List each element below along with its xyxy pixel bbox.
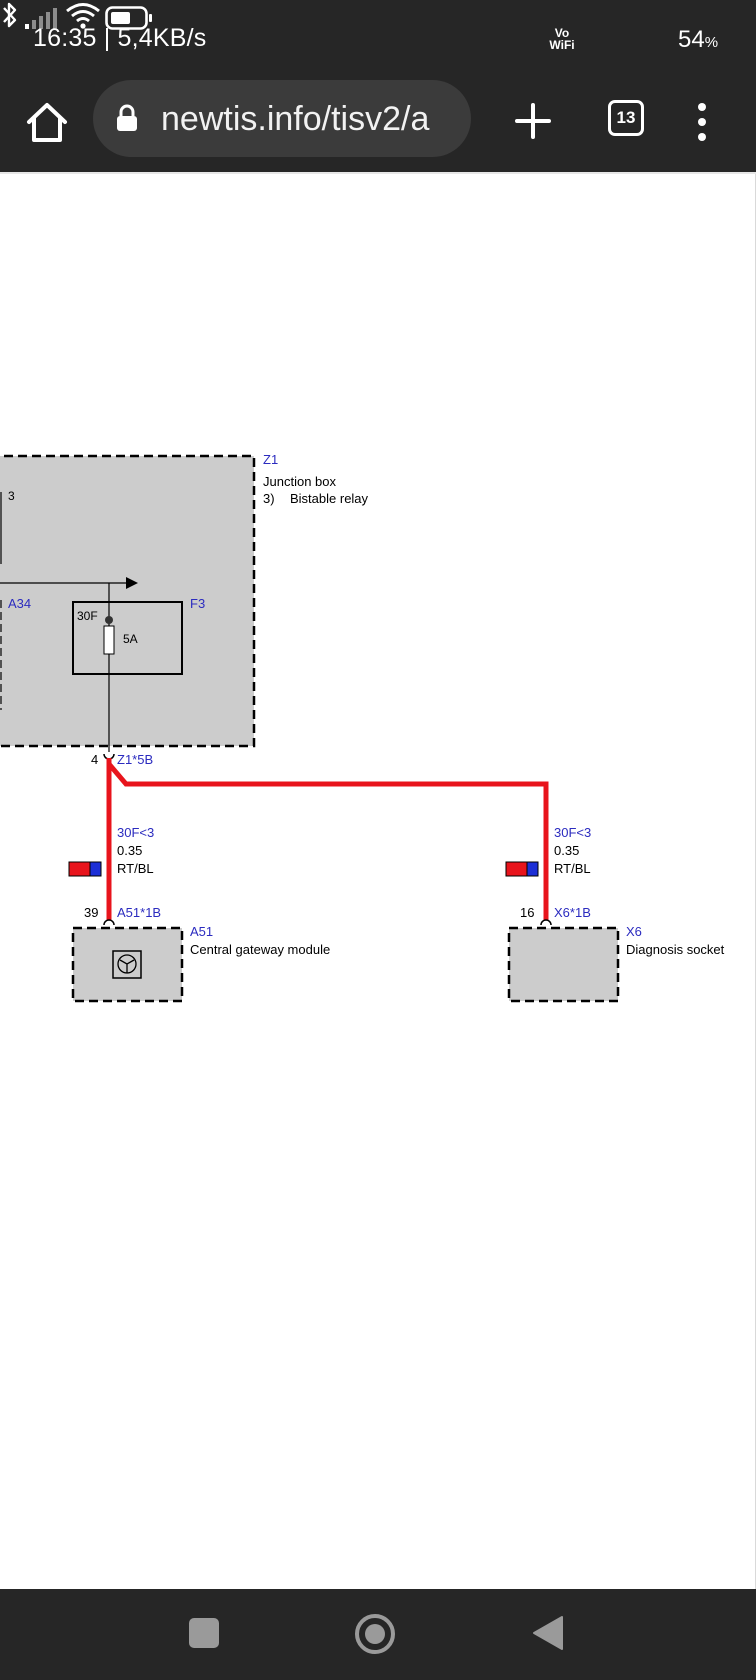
pin-3-label: 3 bbox=[8, 489, 15, 503]
battery-icon bbox=[105, 6, 153, 30]
url-text[interactable]: newtis.info/tisv2/a bbox=[161, 100, 430, 138]
fuse-node bbox=[105, 616, 113, 624]
battery-percent-value: 54 bbox=[678, 26, 705, 53]
a51-id-label: A51 bbox=[190, 924, 213, 939]
wire2-color-blue bbox=[526, 861, 539, 877]
tabs-button[interactable]: 13 bbox=[608, 100, 644, 136]
wire2-color-code: RT/BL bbox=[554, 861, 591, 876]
fuse-rating-label: 5A bbox=[123, 632, 138, 646]
wire2-color-red bbox=[505, 861, 528, 877]
status-bar: 16:35 | 5,4KB/s Vo WiFi 54% bbox=[0, 0, 756, 80]
lock-icon bbox=[117, 104, 137, 131]
fuse-id-label: F3 bbox=[190, 596, 205, 611]
wire2-gauge: 0.35 bbox=[554, 843, 579, 858]
home-icon[interactable] bbox=[24, 100, 70, 146]
status-time: 16:35 | 5,4KB/s bbox=[33, 24, 207, 52]
a51-connector-id: A51*1B bbox=[117, 905, 161, 920]
more-vert-icon[interactable] bbox=[690, 100, 714, 144]
z1-note-text: Bistable relay bbox=[290, 491, 369, 506]
wiring-diagram: 3 A34 30F 5A F3 Z1 Junction box 3) Bista… bbox=[0, 452, 725, 1003]
gateway-symbol-icon bbox=[112, 950, 142, 979]
wire1-signal: 30F<3 bbox=[117, 825, 154, 840]
battery-percent-sign: % bbox=[704, 34, 719, 51]
diagnosis-socket-box bbox=[507, 926, 620, 1003]
fuse-element bbox=[103, 625, 115, 655]
browser-toolbar: newtis.info/tisv2/a 13 bbox=[0, 80, 756, 172]
url-bar[interactable]: newtis.info/tisv2/a bbox=[93, 80, 471, 157]
fuse-f3-box bbox=[72, 601, 183, 675]
system-nav-bar bbox=[0, 1589, 756, 1680]
bluetooth-icon bbox=[3, 2, 17, 28]
a51-name-label: Central gateway module bbox=[190, 942, 330, 957]
x6-connector-pin: 16 bbox=[520, 905, 534, 920]
a51-connector-pin: 39 bbox=[84, 905, 98, 920]
signal-icon bbox=[25, 8, 58, 29]
z1-title-label: Junction box bbox=[263, 474, 336, 489]
gateway-symbol-fork bbox=[119, 959, 135, 973]
x6-connector-id: X6*1B bbox=[554, 905, 591, 920]
wire1-color-blue bbox=[89, 861, 102, 877]
z1-connector-pin: 4 bbox=[91, 752, 98, 767]
fuse-terminal-label: 30F bbox=[77, 609, 98, 623]
wire1-color-red bbox=[68, 861, 91, 877]
wire1-gauge: 0.35 bbox=[117, 843, 142, 858]
z1-connector-id: Z1*5B bbox=[117, 752, 153, 767]
wire-to-diagnosis bbox=[107, 762, 549, 920]
z1-note-number: 3) bbox=[263, 491, 275, 506]
z1-id-label: Z1 bbox=[263, 452, 278, 467]
back-triangle-icon[interactable] bbox=[532, 1615, 564, 1651]
vowifi-badge: Vo WiFi bbox=[549, 26, 575, 52]
wire2-signal: 30F<3 bbox=[554, 825, 591, 840]
a51-connector-symbol bbox=[103, 919, 115, 926]
page-content[interactable]: 3 A34 30F 5A F3 Z1 Junction box 3) Bista… bbox=[0, 172, 756, 1589]
bus-arrow bbox=[126, 577, 138, 589]
wire1-color-code: RT/BL bbox=[117, 861, 154, 876]
plus-icon[interactable] bbox=[512, 100, 554, 142]
home-circle-icon[interactable] bbox=[354, 1613, 396, 1655]
x6-connector-symbol bbox=[540, 919, 552, 926]
x6-name-label: Diagnosis socket bbox=[626, 942, 725, 957]
a34-label: A34 bbox=[8, 596, 31, 611]
wifi-icon bbox=[65, 3, 100, 29]
battery-percent: 54% bbox=[678, 26, 718, 54]
x6-id-label: X6 bbox=[626, 924, 642, 939]
recents-square-icon[interactable] bbox=[188, 1617, 220, 1649]
